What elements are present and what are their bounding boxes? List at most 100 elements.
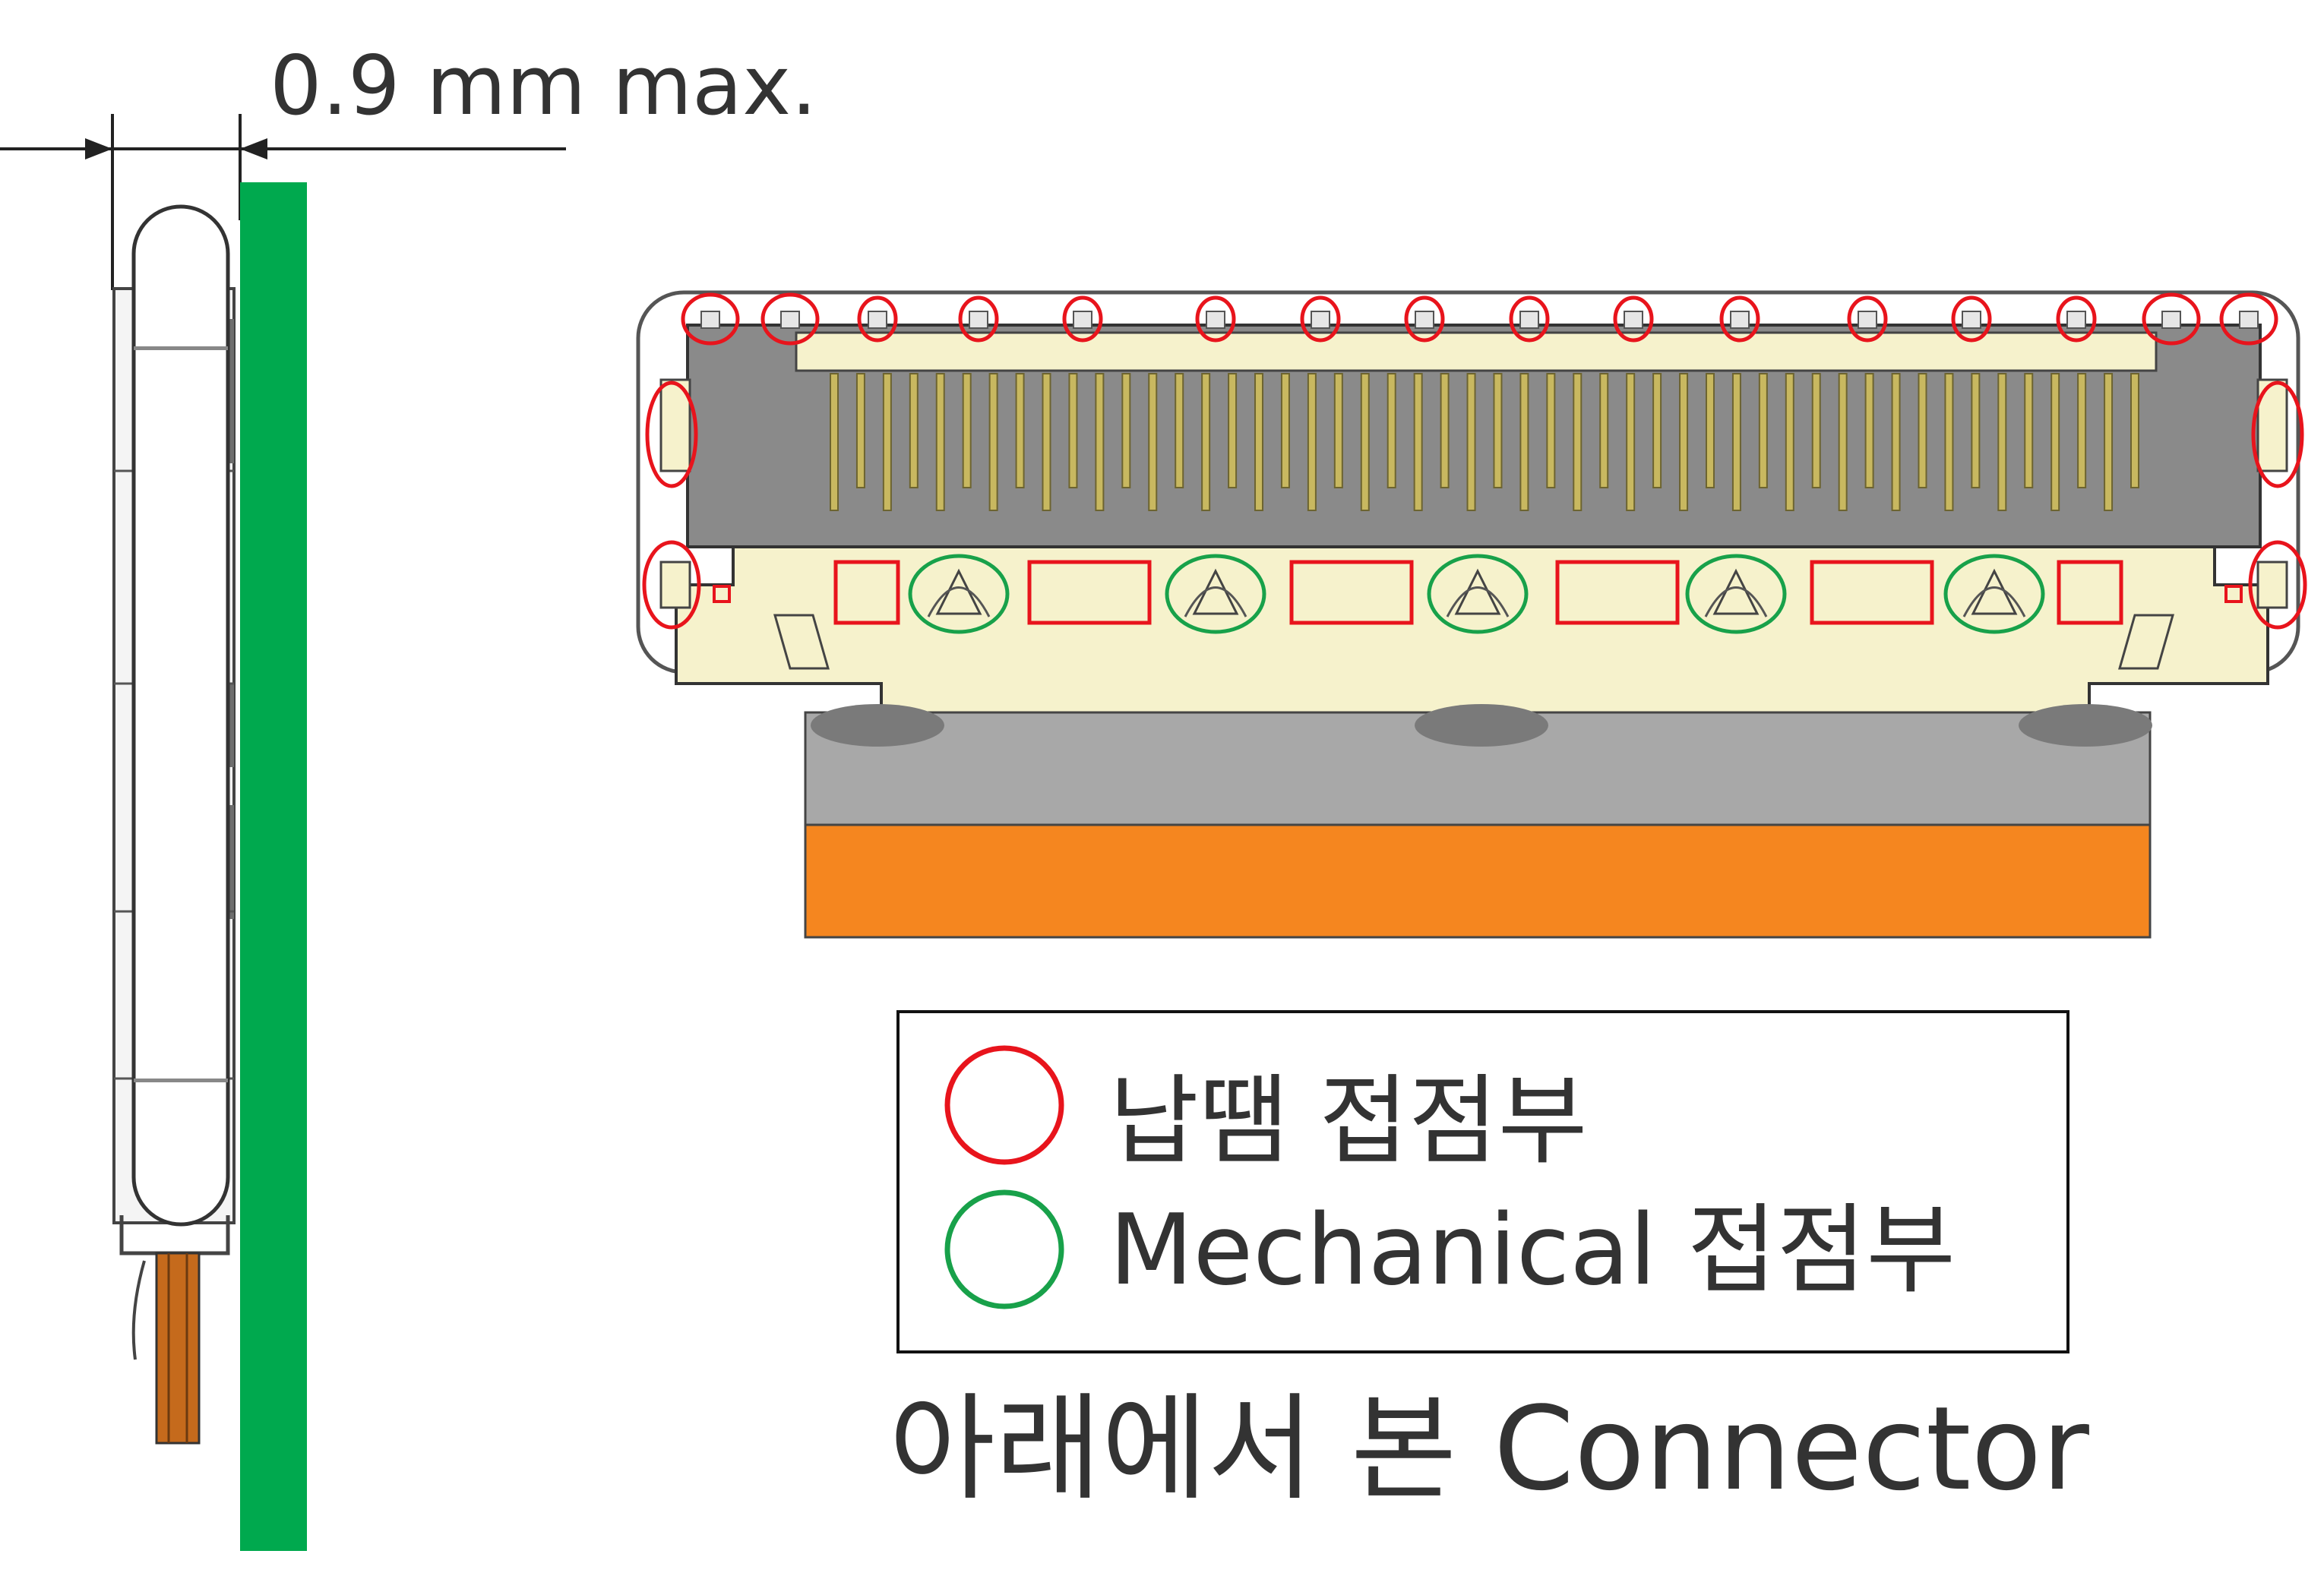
mechanical-latch-arc: [927, 586, 991, 617]
contact-pin: [1838, 373, 1848, 511]
mechanical-latch-arc: [1446, 586, 1510, 617]
legend-label-mechanical: Mechanical 접점부: [1109, 1194, 1956, 1307]
contact-pin: [1519, 373, 1529, 511]
contact-pin: [1175, 373, 1184, 488]
contact-pin: [1121, 373, 1131, 488]
contact-pin: [935, 373, 945, 511]
solder-point-circle-icon: [857, 295, 898, 343]
solder-pad: [2239, 311, 2259, 329]
solder-pad: [1206, 311, 1225, 329]
contact-pin: [1280, 373, 1290, 488]
actuator-hook-left: [773, 614, 830, 670]
solder-pad: [1311, 311, 1330, 329]
contact-pin: [1360, 373, 1370, 511]
housing-side-tab-left-low: [659, 561, 691, 609]
dimension-arrow-icon: [85, 138, 112, 159]
contact-pin: [1466, 373, 1476, 511]
contact-pin: [1546, 373, 1556, 488]
contact-pin: [830, 373, 839, 511]
side-view: 0.9 mm max.: [0, 39, 817, 1551]
solder-point-circle-icon: [2142, 292, 2201, 346]
solder-pad: [1073, 311, 1092, 329]
contact-pin: [882, 373, 892, 511]
mechanical-point-circle-icon: [1165, 554, 1266, 634]
contact-pin: [1891, 373, 1901, 511]
contact-carrier: [795, 331, 2158, 372]
contact-pin: [1333, 373, 1343, 488]
solder-point-circle-icon: [645, 381, 698, 488]
solder-point-circle-icon: [958, 295, 999, 343]
contact-pin: [1944, 373, 1954, 511]
solder-point-circle-icon: [760, 292, 820, 346]
contact-pin: [1679, 373, 1689, 511]
side-cable-wire: [131, 1260, 146, 1360]
solder-pad: [780, 311, 800, 329]
mechanical-latch-arc: [1962, 586, 2026, 617]
side-actuator-divider: [134, 346, 228, 350]
solder-pad: [1519, 311, 1539, 329]
solder-pad: [2161, 311, 2181, 329]
contact-pin: [1758, 373, 1768, 488]
fpc-stiffener-bump: [811, 704, 944, 747]
contact-pin: [1599, 373, 1609, 488]
solder-area-box: [833, 560, 900, 625]
fpc-cable-orange: [804, 823, 2152, 939]
solder-point-circle-icon: [1847, 295, 1888, 343]
contact-pin: [909, 373, 919, 488]
solder-point-circle-icon: [2251, 381, 2304, 488]
mechanical-point-circle-icon: [908, 554, 1010, 634]
solder-point-circle-icon: [1951, 295, 1992, 343]
diagram-caption: 아래에서 본 Connector: [889, 1382, 2089, 1516]
contact-pin: [1785, 373, 1794, 511]
mechanical-point-markers: [908, 554, 2045, 634]
mechanical-latch-arc: [1184, 586, 1247, 617]
solder-point-circle-icon: [1062, 295, 1103, 343]
solder-pad: [969, 311, 988, 329]
housing-side-tab-right-low: [2256, 561, 2288, 609]
solder-area-small-box: [2224, 585, 2243, 603]
contact-pin: [1918, 373, 1927, 488]
contact-pin: [1971, 373, 1981, 488]
dimension-label: 0.9 mm max.: [270, 39, 817, 134]
solder-area-box: [1555, 560, 1680, 625]
solder-point-circle-icon: [1300, 295, 1341, 343]
solder-area-box: [2057, 560, 2123, 625]
mechanical-point-circle-icon: [1427, 554, 1529, 634]
contact-pin: [1705, 373, 1715, 488]
contact-pin: [1493, 373, 1503, 488]
fpc-stiffener-bump: [2019, 704, 2152, 747]
solder-point-circle-icon: [1509, 295, 1550, 343]
mechanical-point-circle-icon: [1943, 554, 2045, 634]
contact-pin: [1254, 373, 1264, 511]
actuator-hook-right: [2118, 614, 2174, 670]
contact-pin: [1864, 373, 1874, 488]
solder-area-box: [1027, 560, 1152, 625]
contact-pin: [1228, 373, 1238, 488]
solder-pad: [2066, 311, 2086, 329]
contact-pin: [988, 373, 998, 511]
dimension-arrow-icon: [240, 138, 267, 159]
side-cable-orange: [155, 1252, 201, 1445]
legend-label-solder: 납땜 접점부: [1109, 1065, 1588, 1178]
contact-pin: [1573, 373, 1583, 511]
solder-pad: [1624, 311, 1643, 329]
contact-pin: [1626, 373, 1636, 511]
contact-pin: [855, 373, 865, 488]
solder-area-small-box: [713, 585, 731, 603]
solder-pad: [1730, 311, 1750, 329]
solder-point-circle-icon: [1404, 295, 1445, 343]
mechanical-point-circle-icon: [1685, 554, 1787, 634]
contact-pin: [1042, 373, 1051, 511]
solder-point-circle-icon: [2219, 292, 2278, 346]
contact-pin: [1015, 373, 1025, 488]
solder-point-circle-icon: [642, 540, 701, 630]
solder-point-circle-icon: [1719, 295, 1760, 343]
solder-point-circle-icon: [681, 292, 740, 346]
pcb-board: [240, 182, 307, 1551]
fpc-stiffener-bump: [1415, 704, 1548, 747]
contact-pin: [1068, 373, 1078, 488]
solder-area-box: [1810, 560, 1934, 625]
contact-pin: [2077, 373, 2087, 488]
contact-pin: [962, 373, 972, 488]
